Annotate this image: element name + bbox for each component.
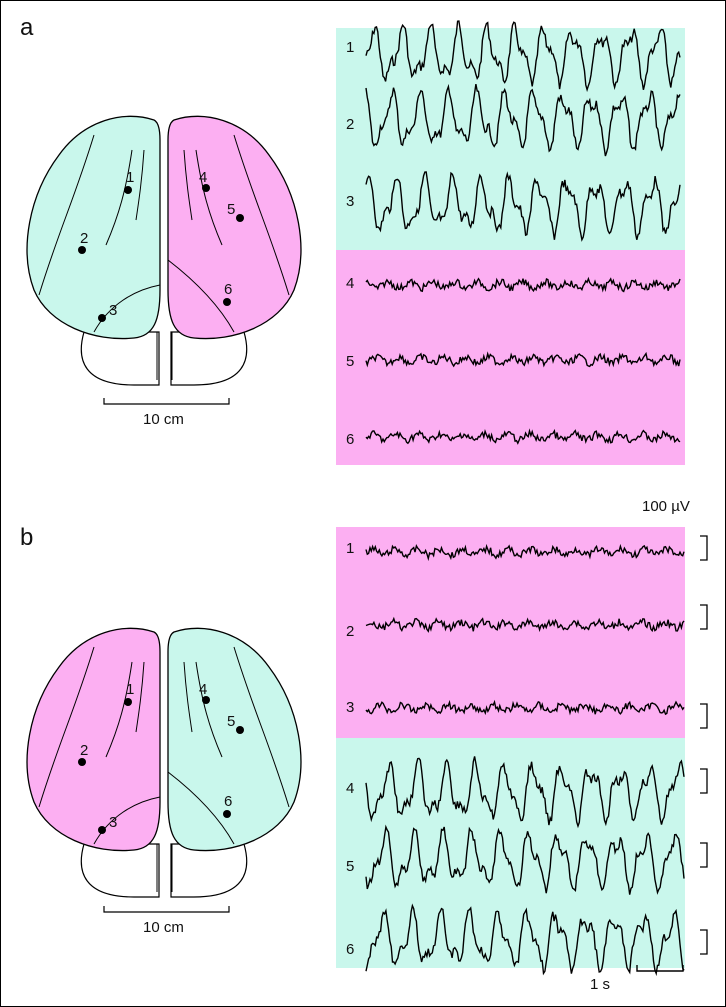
sulcus <box>183 149 193 221</box>
electrode-4 <box>202 184 210 192</box>
panel-a-distance-scale-label: 10 cm <box>143 411 184 428</box>
panel-b-brain-diagram: 1 2 3 4 5 6 <box>26 627 302 898</box>
panel-a-trace-label-6: 6 <box>346 431 355 448</box>
panel-b-trace-label-4: 4 <box>346 780 355 797</box>
panel-b-eeg-trace-3 <box>365 699 685 716</box>
panel-b-distance-scale-label: 10 cm <box>143 919 184 936</box>
amplitude-scale-bracket-5 <box>700 842 708 868</box>
panel-b-eeg-trace-1 <box>365 543 685 562</box>
sulcus <box>135 149 145 221</box>
sulcus <box>195 661 223 758</box>
panel-b-trace-label-1: 1 <box>346 540 355 557</box>
right-cerebellum <box>170 331 248 386</box>
panel-b-letter: b <box>20 524 34 551</box>
brainstem <box>156 844 173 892</box>
panel-a-trace-label-3: 3 <box>346 193 355 210</box>
sulcus <box>105 661 133 758</box>
electrode-1 <box>124 698 132 706</box>
electrode-label-1: 1 <box>126 681 134 698</box>
panel-a-brain-diagram: 1 2 3 4 5 6 <box>26 115 302 386</box>
sulcus <box>38 646 95 808</box>
electrode-2 <box>78 758 86 766</box>
electrode-label-4: 4 <box>199 681 207 698</box>
left-cerebellum <box>80 331 160 386</box>
amplitude-scale-bracket-4 <box>700 768 708 794</box>
electrode-5 <box>236 214 244 222</box>
panel-b-eeg-trace-6 <box>365 903 685 977</box>
sulcus <box>195 149 223 246</box>
electrode-label-2: 2 <box>80 742 88 759</box>
right-cerebellum <box>170 843 248 898</box>
electrode-5 <box>236 726 244 734</box>
electrode-6 <box>223 810 231 818</box>
panel-a-eeg-trace-2 <box>365 83 681 157</box>
sulcus <box>38 134 95 296</box>
panel-a-eeg-trace-4 <box>365 276 681 293</box>
time-scale-label: 1 s <box>590 976 611 993</box>
amplitude-scale-label: 100 µV <box>642 498 690 515</box>
amplitude-scale-bracket-2 <box>700 604 708 630</box>
amplitude-scale-bracket-3 <box>700 703 708 729</box>
electrode-6 <box>223 298 231 306</box>
left-cerebellum <box>80 843 160 898</box>
panel-a-eeg-trace-6 <box>365 428 681 445</box>
electrode-label-5: 5 <box>227 201 235 218</box>
electrode-label-4: 4 <box>199 169 207 186</box>
amplitude-scale-bracket-1 <box>700 535 708 561</box>
panel-b-trace-label-2: 2 <box>346 623 355 640</box>
panel-a-trace-label-4: 4 <box>346 275 355 292</box>
electrode-label-2: 2 <box>80 230 88 247</box>
right-hemisphere <box>167 115 302 340</box>
electrode-2 <box>78 246 86 254</box>
sulcus <box>183 661 193 733</box>
left-hemisphere <box>26 115 161 340</box>
sulcus <box>135 661 145 733</box>
electrode-label-6: 6 <box>224 793 232 810</box>
panel-b-eeg-trace-4 <box>365 756 685 829</box>
electrode-label-1: 1 <box>126 169 134 186</box>
sulcus <box>93 796 161 845</box>
panel-b-eeg-trace-5 <box>365 824 685 895</box>
sulcus <box>233 134 290 296</box>
electrode-label-3: 3 <box>109 302 117 319</box>
sulcus <box>105 149 133 246</box>
panel-a-trace-label-2: 2 <box>346 116 355 133</box>
brainstem <box>156 332 173 380</box>
panel-a-eeg-trace-5 <box>365 351 681 368</box>
panel-a-letter: a <box>20 14 34 41</box>
sulcus <box>233 646 290 808</box>
amplitude-scale-bracket-6 <box>700 929 708 955</box>
electrode-1 <box>124 186 132 194</box>
sulcus <box>167 771 235 845</box>
sulcus <box>167 259 235 333</box>
panel-a-eeg-trace-3 <box>365 171 681 242</box>
panel-a-trace-label-5: 5 <box>346 353 355 370</box>
panel-a-trace-label-1: 1 <box>346 39 355 56</box>
electrode-3 <box>98 314 106 322</box>
panel-a-eeg-trace-1 <box>365 20 681 93</box>
electrode-label-3: 3 <box>109 814 117 831</box>
electrode-label-5: 5 <box>227 713 235 730</box>
panel-b-eeg-trace-2 <box>365 616 685 633</box>
sulcus <box>93 284 161 333</box>
panel-b-trace-label-3: 3 <box>346 699 355 716</box>
panel-b-trace-label-5: 5 <box>346 858 355 875</box>
left-hemisphere <box>26 627 161 852</box>
electrode-3 <box>98 826 106 834</box>
electrode-4 <box>202 696 210 704</box>
panel-b-trace-label-6: 6 <box>346 941 355 958</box>
electrode-label-6: 6 <box>224 281 232 298</box>
panel-b-top-trace-background <box>336 527 685 738</box>
right-hemisphere <box>167 627 302 852</box>
